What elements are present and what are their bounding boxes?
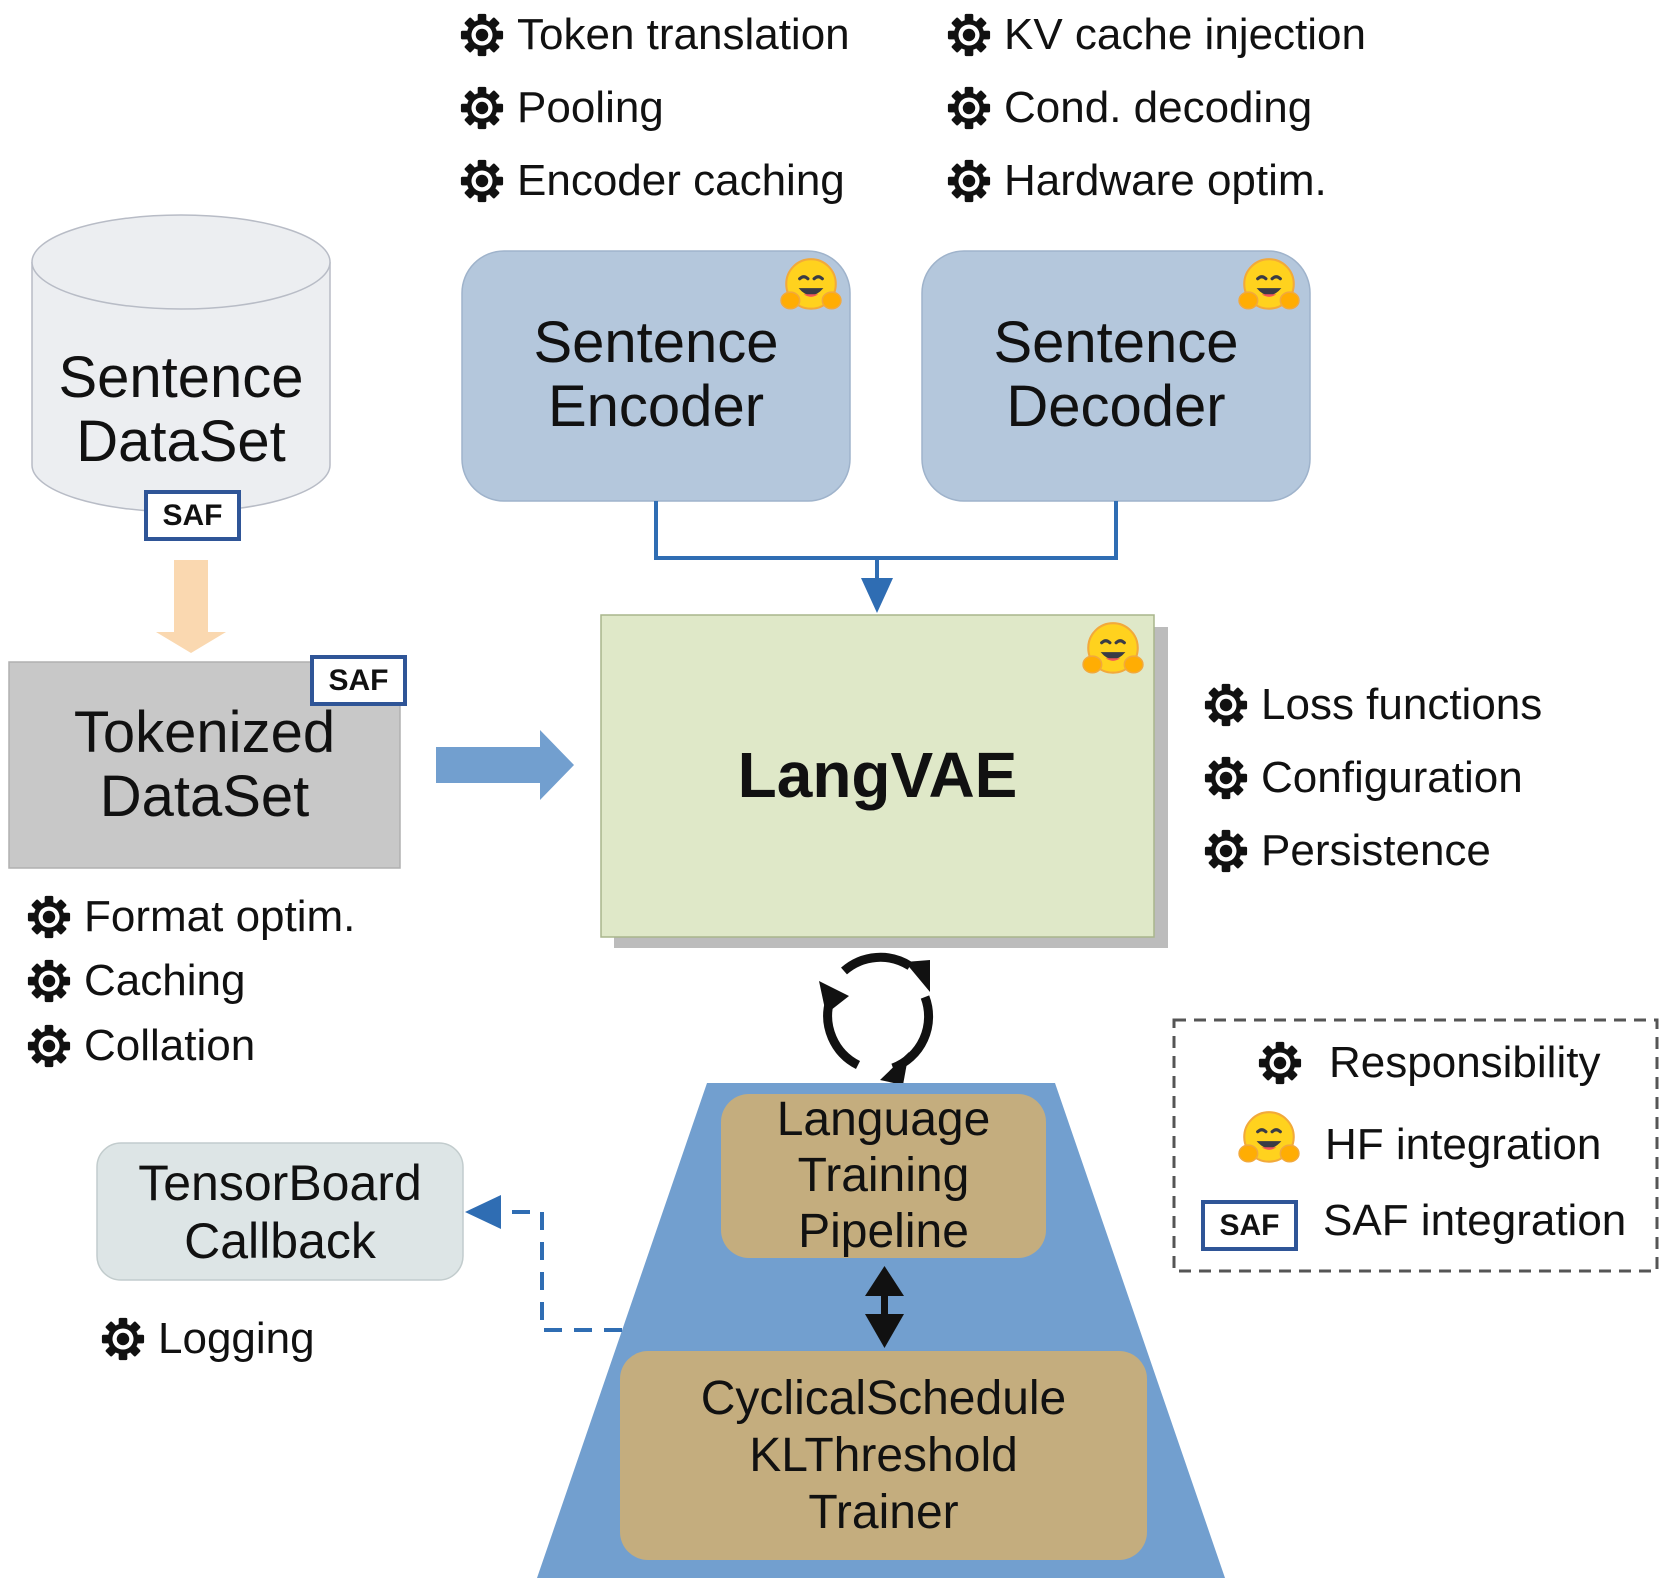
encoder-responsibility-3: Encoder caching: [459, 156, 845, 206]
langvae-responsibility-1: Loss functions: [1203, 680, 1542, 730]
cycle-arrowheads: [819, 960, 930, 1085]
language-training-pipeline-label: Language Training Pipeline: [721, 1093, 1046, 1258]
language-training-pipeline-box: [721, 1094, 1046, 1258]
logging-arrowhead: [465, 1195, 501, 1229]
tokenized-label-line: Tokenized: [73, 700, 336, 765]
legend-saf-integration: SAF integration: [1323, 1196, 1626, 1246]
tokenized-to-langvae-arrow: [436, 730, 574, 800]
decoder-label-line: Sentence: [993, 310, 1239, 375]
tensorboard-label-line: TensorBoard: [138, 1155, 422, 1211]
encoder-responsibility-2: Pooling: [459, 83, 664, 133]
tokenized-responsibility-3: Collation: [26, 1021, 255, 1071]
decoder-responsibility-1: KV cache injection: [946, 10, 1366, 60]
gear-icon: [459, 12, 505, 58]
legend-hf-integration: HF integration: [1325, 1120, 1601, 1170]
tensorboard-label-line: Callback: [184, 1213, 376, 1269]
dataset-label-line: DataSet: [76, 409, 286, 474]
gear-icon: [26, 958, 72, 1004]
trainer-label-line: Trainer: [808, 1486, 959, 1539]
responsibility-label: KV cache injection: [1004, 10, 1366, 59]
gear-icon: [946, 12, 992, 58]
pipeline-label-line: Language: [776, 1093, 991, 1146]
connector-arrowhead: [861, 578, 893, 613]
tokenized-label-line: DataSet: [99, 764, 310, 829]
responsibility-label: Configuration: [1261, 753, 1523, 802]
responsibility-label: Logging: [158, 1314, 315, 1363]
responsibility-label: Persistence: [1261, 826, 1491, 875]
tensorboard-responsibility-1: Logging: [100, 1314, 315, 1364]
dataset-to-tokenized-arrow: [156, 560, 226, 653]
decoder-responsibility-3: Hardware optim.: [946, 156, 1327, 206]
langvae-responsibility-3: Persistence: [1203, 826, 1491, 876]
legend-responsibility: Responsibility: [1257, 1038, 1600, 1088]
responsibility-label: Cond. decoding: [1004, 83, 1313, 132]
responsibility-label: Pooling: [517, 83, 664, 132]
encoder-responsibility-1: Token translation: [459, 10, 850, 60]
langvae-label: LangVAE: [737, 739, 1018, 811]
gear-icon: [1257, 1040, 1303, 1086]
gear-icon: [946, 158, 992, 204]
encoder-decoder-connector: [654, 501, 1118, 580]
responsibility-label: Hardware optim.: [1004, 156, 1327, 205]
trainer-label-line: CyclicalSchedule: [700, 1372, 1067, 1425]
gear-icon: [26, 1023, 72, 1069]
sentence-dataset-saf-badge: SAF: [144, 490, 241, 541]
encoder-label-line: Encoder: [547, 374, 765, 439]
legend-label: SAF integration: [1323, 1196, 1627, 1245]
gear-icon: [459, 85, 505, 131]
legend-hf-icon: [1237, 1110, 1301, 1164]
responsibility-label: Format optim.: [84, 892, 356, 941]
responsibility-label: Collation: [84, 1021, 256, 1070]
dataset-label-line: Sentence: [58, 345, 304, 410]
pipeline-label-line: Training: [797, 1149, 970, 1202]
gear-icon: [1203, 755, 1249, 801]
trainer-label: CyclicalSchedule KLThreshold Trainer: [620, 1356, 1147, 1555]
gear-icon: [26, 894, 72, 940]
gear-icon: [1203, 682, 1249, 728]
pipeline-label-line: Pipeline: [798, 1205, 969, 1258]
sentence-encoder-label: Sentence Encoder: [462, 305, 850, 445]
sentence-dataset-label: Sentence DataSet: [32, 345, 330, 475]
sentence-decoder-label: Sentence Decoder: [922, 305, 1310, 445]
langvae-box: [600, 614, 1155, 938]
sentence-dataset-cylinder: [31, 214, 331, 513]
tokenized-dataset-label: Tokenized DataSet: [9, 700, 400, 830]
cycle-icon: [823, 952, 934, 1073]
legend-saf-badge: SAF: [1201, 1200, 1298, 1251]
gear-icon: [459, 158, 505, 204]
gear-icon: [100, 1316, 146, 1362]
gear-icon: [1203, 828, 1249, 874]
tokenized-dataset-saf-badge: SAF: [310, 655, 407, 706]
responsibility-label: Loss functions: [1261, 680, 1543, 729]
legend-label: HF integration: [1325, 1120, 1602, 1169]
logging-dashed-connector: [505, 1210, 622, 1332]
legend-box: [1172, 1018, 1659, 1273]
responsibility-label: Caching: [84, 956, 246, 1005]
tensorboard-callback-label: TensorBoard Callback: [97, 1150, 463, 1274]
trainer-label-line: KLThreshold: [749, 1429, 1018, 1482]
decoder-label-line: Decoder: [1006, 374, 1226, 439]
trainer-box: [620, 1351, 1147, 1560]
responsibility-label: Encoder caching: [517, 156, 845, 205]
decoder-responsibility-2: Cond. decoding: [946, 83, 1312, 133]
legend-label: Responsibility: [1329, 1038, 1601, 1087]
pipeline-trainer-double-arrow: [865, 1266, 904, 1348]
tensorboard-callback-box: [96, 1142, 464, 1281]
gear-icon: [946, 85, 992, 131]
tokenized-responsibility-2: Caching: [26, 956, 245, 1006]
encoder-label-line: Sentence: [533, 310, 779, 375]
tokenized-responsibility-1: Format optim.: [26, 892, 355, 942]
responsibility-label: Token translation: [517, 10, 850, 59]
langvae-responsibility-2: Configuration: [1203, 753, 1523, 803]
